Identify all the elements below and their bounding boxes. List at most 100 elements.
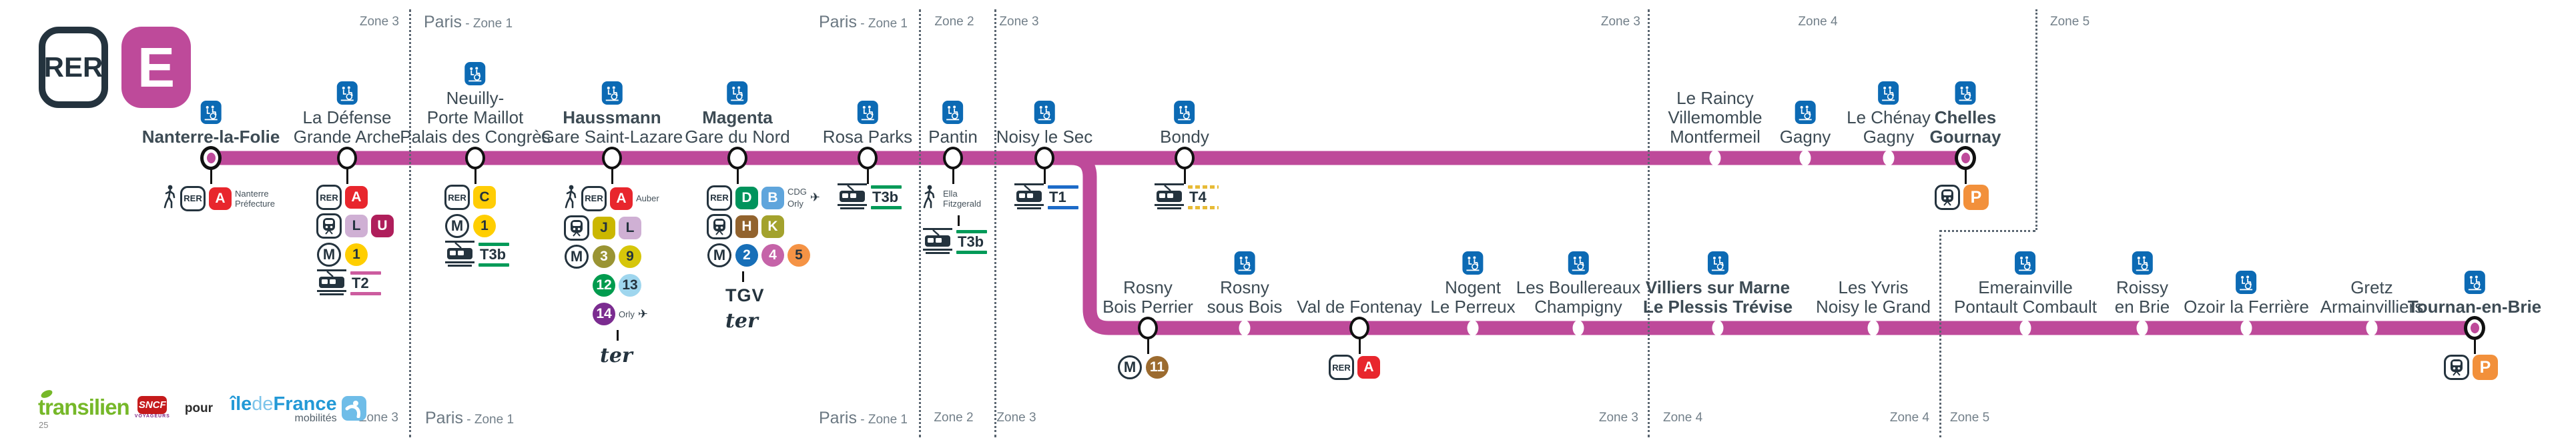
station-label: Val de Fontenay xyxy=(1297,297,1421,317)
tram-icon xyxy=(316,268,347,299)
walk-icon xyxy=(922,185,936,212)
station-name-line: Rosny xyxy=(1123,277,1173,297)
zone-label: Paris - Zone 1 xyxy=(425,409,515,427)
line-badge-2: 2 xyxy=(735,244,758,267)
idf-france: France xyxy=(273,393,337,415)
station-name-line: Gournay xyxy=(1929,127,2001,147)
station-connections: T4 xyxy=(1154,183,1219,213)
station-name-line: Emerainville xyxy=(1978,277,2073,297)
rer-box-icon: RER xyxy=(581,185,607,211)
tram-line-badge-T3b: T3b xyxy=(478,243,509,267)
zone-label: Zone 3 xyxy=(358,411,398,425)
station-connector xyxy=(2473,337,2476,354)
station-connector xyxy=(866,167,869,184)
line-badge-K: K xyxy=(761,215,784,238)
zone-label: Zone 3 xyxy=(996,411,1036,425)
zone-label: Zone 2 xyxy=(934,411,974,425)
sncf-badge: SNCF xyxy=(137,396,168,414)
line-badge-A: A xyxy=(345,186,368,209)
line-badge-13: 13 xyxy=(619,274,641,297)
station-connections: P xyxy=(1935,185,1989,213)
station-dot xyxy=(2019,320,2031,336)
line-badge-A: A xyxy=(610,187,633,210)
connection-row: T3b xyxy=(922,227,987,255)
line-badge-1: 1 xyxy=(473,215,496,237)
station-connections: T1 xyxy=(1014,183,1078,213)
station-name-line: Le Raincy xyxy=(1676,88,1754,108)
accessibility-icon xyxy=(336,81,358,105)
line-badge-1: 1 xyxy=(345,243,368,266)
metro-icon: M xyxy=(445,214,469,238)
connection-row: T2 xyxy=(316,268,381,299)
station-dot xyxy=(943,147,963,169)
ter-logo: ter xyxy=(600,344,633,367)
station-name-line: Nogent xyxy=(1445,277,1501,297)
connection-row: T4 xyxy=(1154,183,1219,210)
station-dot xyxy=(1883,150,1895,166)
tram-line-badge-T2: T2 xyxy=(350,271,381,295)
station-connector xyxy=(736,167,739,184)
station-dot xyxy=(2240,320,2252,336)
accessibility-icon xyxy=(1568,251,1589,275)
train-icon xyxy=(2444,355,2469,380)
station-label: Bondy xyxy=(1160,101,1209,147)
station-label: Pantin xyxy=(928,101,978,147)
plane-icon: ✈ xyxy=(637,307,648,321)
station-name-line: Grande Arche xyxy=(293,127,401,147)
station-dot-terminus xyxy=(1955,146,1976,170)
plane-icon: ✈ xyxy=(810,191,820,204)
line-badge-5: 5 xyxy=(787,244,810,267)
idf-mobilites: mobilités xyxy=(294,413,337,424)
connector-tick xyxy=(617,330,619,341)
accessibility-icon xyxy=(857,101,878,124)
line-badge-A: A xyxy=(209,187,232,210)
station-name-line: Le Perreux xyxy=(1430,297,1516,317)
station-name-line: Le Plessis Trévise xyxy=(1642,297,1793,317)
station-connector xyxy=(611,167,613,184)
station-name-line: Rosny xyxy=(1220,277,1269,297)
zone-label: Paris - Zone 1 xyxy=(818,13,908,31)
station-name-line: Bois Perrier xyxy=(1102,297,1193,317)
station-name-line: Tournan-en-Brie xyxy=(2407,297,2542,317)
station-connector xyxy=(1043,167,1046,184)
station-name-line: Les Boullereaux xyxy=(1516,277,1641,297)
station-name-line: Villemomble xyxy=(1668,107,1762,127)
line-e-badge: E xyxy=(121,27,191,108)
accessibility-icon xyxy=(1878,81,1899,105)
tram-line-badge-T3b: T3b xyxy=(871,185,902,209)
idf-de: de xyxy=(252,393,274,415)
metro-icon: M xyxy=(317,243,341,267)
zone-label: Zone 3 xyxy=(359,15,399,29)
idfm-icon xyxy=(341,396,366,421)
accessibility-icon xyxy=(1955,81,1976,105)
zone-label: Zone 4 xyxy=(1663,411,1703,425)
station-dot xyxy=(1572,320,1584,336)
rer-box-icon: RER xyxy=(180,185,206,211)
metro-icon: M xyxy=(1118,355,1142,379)
station-label: Tournan-en-Brie xyxy=(2408,271,2541,317)
connection-note: Auber xyxy=(636,193,659,203)
tram-icon xyxy=(837,182,868,213)
connector-tick xyxy=(742,271,744,282)
station-name-line: Pontault Combault xyxy=(1954,297,2097,317)
accessibility-icon xyxy=(601,81,623,105)
